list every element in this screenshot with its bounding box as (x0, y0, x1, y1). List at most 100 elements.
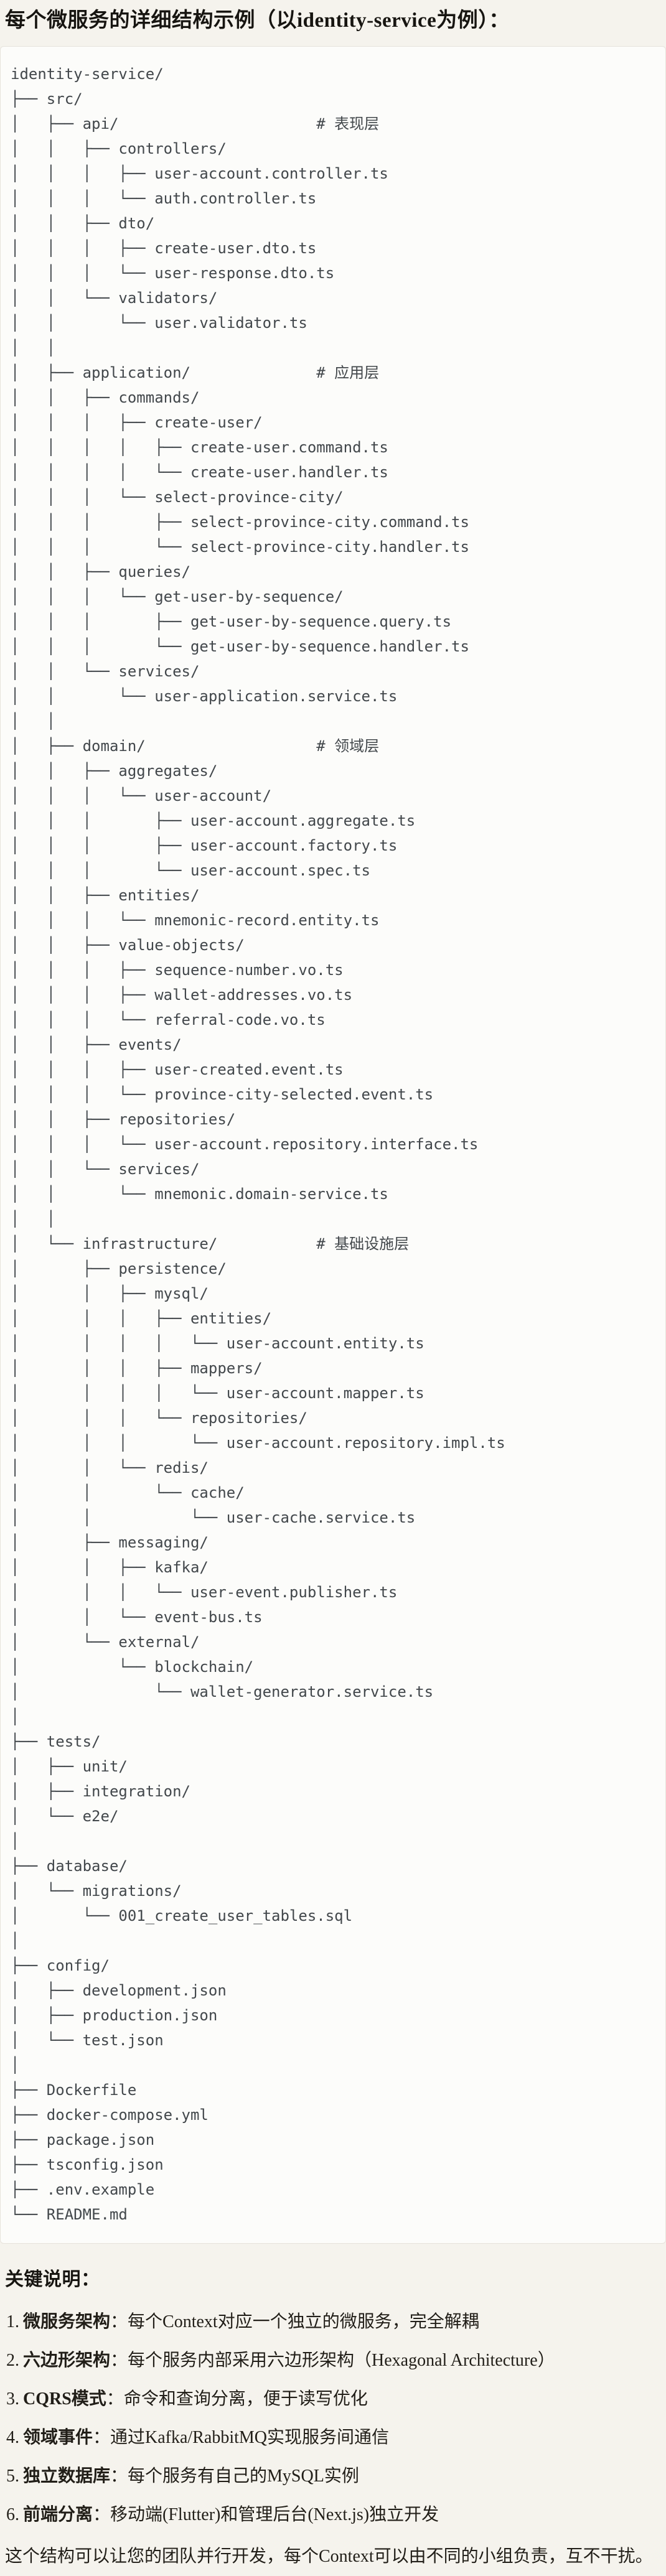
tree-line: │ │ └── redis/ (11, 1459, 209, 1477)
note-item: 6.前端分离：移动端(Flutter)和管理后台(Next.js)独立开发 (6, 2504, 660, 2526)
tree-line: │ │ └── services/ (11, 663, 200, 680)
tree-line: │ │ │ │ └── user-account.mapper.ts (11, 1384, 424, 1402)
note-label: 前端分离 (23, 2505, 93, 2524)
note-separator: ： (110, 2312, 128, 2331)
note-text: 移动端(Flutter)和管理后台(Next.js)独立开发 (110, 2505, 439, 2524)
note-label: 领域事件 (23, 2428, 93, 2447)
tree-line: │ (11, 1708, 20, 1725)
note-text: 每个Context对应一个独立的微服务，完全解耦 (128, 2312, 479, 2331)
note-item: 1.微服务架构：每个Context对应一个独立的微服务，完全解耦 (6, 2311, 660, 2333)
tree-line: │ │ └── mnemonic.domain-service.ts (11, 1185, 388, 1203)
tree-line: │ │ │ ├── user-created.event.ts (11, 1061, 344, 1078)
note-number: 3. (6, 2389, 19, 2409)
note-number: 1. (6, 2312, 19, 2331)
tree-line: │ │ ├── mysql/ (11, 1285, 209, 1302)
tree-line: │ ├── api/ # 表现层 (11, 115, 380, 133)
note-text: 命令和查询分离，便于读写优化 (123, 2389, 368, 2409)
tree-line: │ │ └── event-bus.ts (11, 1608, 263, 1626)
note-number: 4. (6, 2428, 19, 2447)
tree-line: │ │ ├── dto/ (11, 215, 155, 232)
note-separator: ： (110, 2466, 128, 2486)
note-item: 2.六边形架构：每个服务内部采用六边形架构（Hexagonal Architec… (6, 2350, 660, 2372)
tree-line: │ │ ├── kafka/ (11, 1559, 209, 1576)
note-label: 微服务架构 (23, 2312, 111, 2331)
tree-line: │ (11, 2056, 20, 2074)
note-separator: ： (110, 2351, 128, 2370)
note-item: 4.领域事件：通过Kafka/RabbitMQ实现服务间通信 (6, 2427, 660, 2449)
tree-line: │ │ │ ├── create-user/ (11, 414, 263, 431)
tree-line: │ │ ├── events/ (11, 1036, 182, 1053)
note-label: 六边形架构 (23, 2351, 111, 2370)
tree-line: │ ├── messaging/ (11, 1534, 209, 1551)
note-number: 6. (6, 2505, 19, 2524)
tree-line: │ ├── persistence/ (11, 1260, 227, 1277)
tree-line: │ │ ├── value-objects/ (11, 936, 245, 954)
tree-line: │ │ └── user-cache.service.ts (11, 1509, 416, 1526)
tree-line: │ │ │ │ └── create-user.handler.ts (11, 464, 388, 481)
tree-line: └── README.md (11, 2206, 128, 2223)
tree-line: │ │ │ ├── sequence-number.vo.ts (11, 961, 344, 979)
note-number: 2. (6, 2351, 19, 2370)
tree-line: ├── docker-compose.yml (11, 2106, 209, 2124)
tree-line: │ │ (11, 1210, 56, 1228)
note-text: 每个服务内部采用六边形架构（Hexagonal Architecture） (128, 2351, 555, 2370)
tree-line: │ │ │ ├── entities/ (11, 1310, 272, 1327)
note-separator: ： (93, 2428, 111, 2447)
tree-line: │ │ └── validators/ (11, 289, 218, 307)
tree-line: │ │ │ └── select-province-city/ (11, 488, 344, 506)
tree-line: │ │ │ └── user-account.repository.impl.t… (11, 1434, 505, 1452)
tree-line: │ │ ├── aggregates/ (11, 762, 218, 780)
notes-heading: 关键说明： (5, 2269, 100, 2290)
tree-line: │ │ ├── commands/ (11, 389, 200, 406)
tree-line: ├── config/ (11, 1957, 110, 1974)
tree-line: │ ├── integration/ (11, 1783, 190, 1800)
note-number: 5. (6, 2466, 19, 2486)
tree-line: │ │ │ └── user-event.publisher.ts (11, 1584, 398, 1601)
tree-line: │ └── test.json (11, 2032, 164, 2049)
tree-line: ├── tsconfig.json (11, 2156, 164, 2173)
tree-line: ├── Dockerfile (11, 2081, 137, 2099)
tree-line: │ │ ├── repositories/ (11, 1111, 236, 1128)
tree-line: ├── package.json (11, 2131, 155, 2149)
tree-line: │ │ ├── entities/ (11, 887, 200, 904)
tree-line: │ │ │ │ ├── create-user.command.ts (11, 439, 388, 456)
tree-line: │ └── external/ (11, 1633, 200, 1651)
tree-line: │ ├── domain/ # 领域层 (11, 737, 380, 755)
tree-line: │ │ │ └── referral-code.vo.ts (11, 1011, 326, 1029)
tree-line: │ (11, 1932, 20, 1949)
note-separator: ： (106, 2389, 124, 2409)
tree-line: │ │ │ │ └── user-account.entity.ts (11, 1335, 424, 1352)
tree-line: │ │ │ ├── mappers/ (11, 1360, 263, 1377)
tree-line: │ │ │ └── get-user-by-sequence.handler.t… (11, 638, 469, 655)
tree-line: │ └── migrations/ (11, 1882, 182, 1900)
note-item: 5.独立数据库：每个服务有自己的MySQL实例 (6, 2465, 660, 2488)
tree-line: ├── tests/ (11, 1733, 101, 1750)
tree-line: │ │ │ ├── user-account.factory.ts (11, 837, 398, 854)
directory-tree: identity-service/├── src/│ ├── api/ # 表现… (11, 62, 655, 2227)
tree-line: │ │ │ ├── select-province-city.command.t… (11, 513, 469, 531)
tree-line: │ (11, 1832, 20, 1850)
tree-line: │ │ └── services/ (11, 1160, 200, 1178)
footer-text: 这个结构可以让您的团队并行开发，每个Context可以由不同的小组负责，互不干扰… (5, 2547, 653, 2566)
note-separator: ： (93, 2505, 111, 2524)
tree-line: │ │ │ └── auth.controller.ts (11, 190, 317, 207)
tree-line: │ │ │ ├── wallet-addresses.vo.ts (11, 986, 353, 1004)
tree-line: │ │ │ └── province-city-selected.event.t… (11, 1086, 434, 1103)
tree-line: │ │ │ ├── get-user-by-sequence.query.ts (11, 613, 452, 630)
tree-line: │ │ │ └── get-user-by-sequence/ (11, 588, 344, 605)
tree-line: │ ├── application/ # 应用层 (11, 364, 380, 381)
tree-line: │ │ │ └── user-account/ (11, 787, 272, 805)
tree-line: │ └── infrastructure/ # 基础设施层 (11, 1235, 410, 1253)
tree-line: │ ├── unit/ (11, 1758, 128, 1775)
code-block: identity-service/├── src/│ ├── api/ # 表现… (0, 46, 666, 2244)
tree-line: │ │ │ └── user-account.repository.interf… (11, 1136, 479, 1153)
tree-line: │ │ │ ├── user-account.aggregate.ts (11, 812, 416, 829)
note-text: 通过Kafka/RabbitMQ实现服务间通信 (110, 2428, 389, 2447)
tree-line: │ │ │ ├── create-user.dto.ts (11, 240, 317, 257)
tree-line: │ │ (11, 339, 56, 357)
tree-line: │ │ │ └── user-account.spec.ts (11, 862, 370, 879)
tree-line: │ │ └── user-application.service.ts (11, 688, 398, 705)
